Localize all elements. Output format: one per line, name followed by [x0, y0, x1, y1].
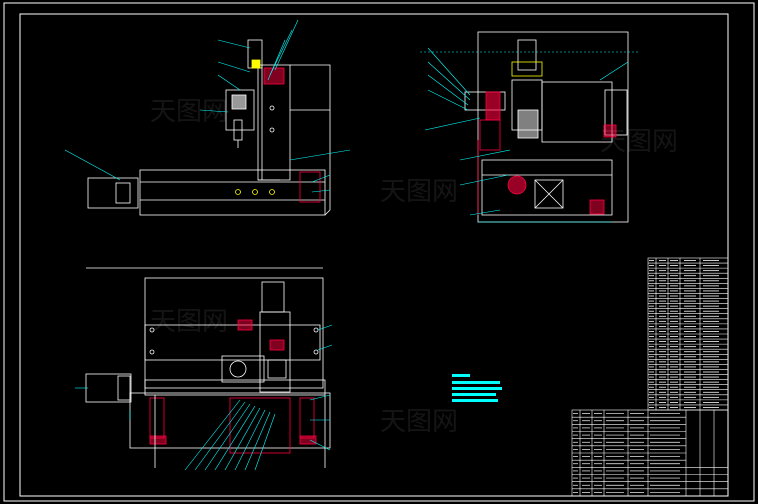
inner-border: [19, 13, 729, 497]
technical-notes: [452, 374, 502, 402]
parts-list: [647, 257, 729, 411]
top-view: [85, 267, 331, 468]
front-view: [87, 39, 331, 216]
watermark-text-2: 天图网: [380, 177, 458, 207]
watermark: 天图网 天图网 天图网 天图网 天图网: [150, 97, 678, 437]
watermark-text-3: 天图网: [600, 127, 678, 157]
watermark-text-1: 天图网: [150, 97, 228, 127]
watermark-text-4: 天图网: [150, 307, 228, 337]
watermark-text-5: 天图网: [380, 407, 458, 437]
title-block: [571, 409, 729, 497]
front-view-leaders: [64, 19, 351, 193]
side-view-leaders: [420, 47, 640, 223]
top-view-leaders: [75, 324, 333, 471]
outer-border: [3, 2, 755, 502]
